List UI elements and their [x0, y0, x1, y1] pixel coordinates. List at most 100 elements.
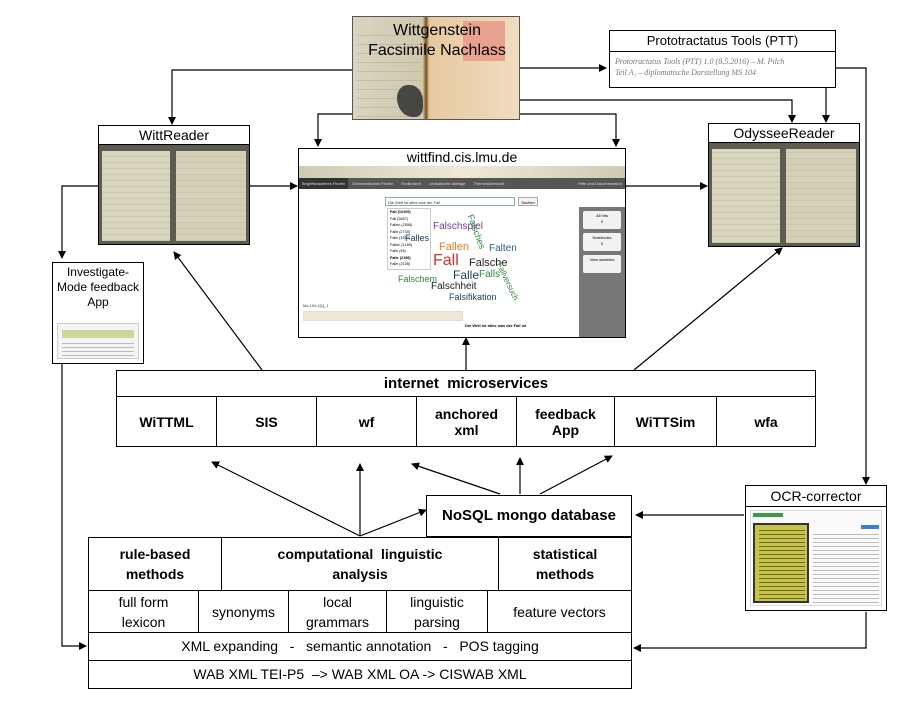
feature-vectors: feature vectors [513, 604, 606, 620]
investigate-text-lines [62, 342, 134, 356]
nav-tab-begriff[interactable]: Begriffsbasiertes Finden [299, 178, 349, 189]
suggestion-item[interactable]: Falle (2198) [390, 255, 411, 260]
service-wfa[interactable]: wfa [754, 414, 778, 430]
odyssee-page-right [786, 149, 856, 243]
rule-based-methods: rule-based methods [89, 538, 222, 590]
synonyms: synonyms [199, 591, 289, 633]
suggestion-item[interactable]: Falls (45) [390, 249, 406, 253]
wittreader-page-right [176, 151, 246, 241]
ocr-blue-button [861, 525, 879, 529]
pipeline-row: XML expanding - semantic annotation - PO… [88, 633, 632, 661]
suggestion-item[interactable]: Falle (2106) [390, 262, 411, 266]
investigate-highlight-strip [62, 330, 134, 338]
wittfind-suggestions: Fall (10109) Fall (3657) Fallen (2558) F… [387, 208, 431, 270]
notebooks-label: Notebooks [592, 235, 612, 240]
suggestion-item[interactable]: Falls (1930) [390, 236, 411, 240]
facsimile-box: Wittgenstein Facsimile Nachlass [352, 16, 520, 120]
wittfind-window: wittfind.cis.lmu.de Begriffsbasiertes Fi… [298, 148, 626, 338]
facsimile-title: Wittgenstein Facsimile Nachlass [353, 21, 519, 61]
full-form-lexicon: full form lexicon [89, 591, 199, 633]
microservices-title: internet microservices [117, 371, 815, 397]
formats-row: WAB XML TEI-P5 –> WAB XML OA -> CISWAB X… [88, 661, 632, 689]
nosql-database-box: NoSQL mongo database [426, 495, 632, 537]
result-snippet: Die Welt ist alles was der Fall ist [465, 323, 527, 328]
suggestion-item[interactable]: Fall (10109) [390, 210, 411, 214]
suggestion-item[interactable]: Fallen (1185) [390, 242, 413, 247]
ocr-facsimile-lines [759, 529, 805, 599]
investigate-title: Investigate-Mode feedback App [56, 265, 140, 309]
cloud-word: Falschspiel [433, 221, 484, 232]
cloud-word: Fallversuch [494, 261, 521, 302]
ocr-title: OCR-corrector [746, 486, 886, 507]
word-cloud: Falschspiel Fallen Falten Fall Falsche F… [393, 213, 533, 302]
wittfind-banner [299, 166, 625, 178]
wittfind-nav: Begriffsbasiertes Finden Grammatisches F… [299, 178, 625, 189]
service-wittsim[interactable]: WiTTSim [615, 397, 717, 447]
resources-row: full form lexicon synonyms local grammar… [89, 591, 631, 633]
wittreader-title: WittReader [99, 126, 249, 145]
nav-tab-themen[interactable]: Themenübersicht [473, 181, 505, 186]
service-wittml[interactable]: WiTTML [117, 397, 217, 447]
service-sis[interactable]: SIS [217, 397, 317, 447]
service-anchored-xml[interactable]: anchored xml [417, 397, 517, 447]
result-ref: Ms-104,1[1]_1 [303, 303, 329, 308]
cloud-word: Falsche [469, 257, 508, 269]
wittfind-search-input[interactable]: Die Welt ist alles was der Fall [385, 197, 515, 206]
all-hits-count: 0 [600, 219, 604, 224]
cloud-word: Falles [405, 233, 430, 243]
facsimile-red-note [463, 21, 505, 61]
ocr-green-tab [753, 513, 783, 517]
nav-tab-endlichkeit[interactable]: Endlichkeit [401, 181, 421, 186]
result-facsimile-strip [303, 311, 463, 321]
odysseereader-title: OdysseeReader [709, 124, 859, 143]
microservices-row: WiTTML SIS wf anchored xml feedback App … [117, 397, 815, 447]
wittreader-window: WittReader [98, 125, 250, 245]
service-feedback-app[interactable]: feedback App [517, 397, 615, 447]
odyssee-page-left [712, 149, 780, 243]
cloud-word: Falschheit [431, 281, 477, 292]
wittfind-search-button[interactable]: Suchen [518, 197, 538, 206]
ocr-corrector-window: OCR-corrector [745, 485, 887, 611]
computational-linguistic-analysis: computational linguistic analysis [222, 538, 499, 590]
view-statistics-label: View statistics [589, 257, 615, 262]
cloud-word: Falle [453, 268, 480, 282]
ocr-facsimile-image [753, 523, 809, 603]
linguistic-parsing: linguistic parsing [387, 591, 488, 633]
local-grammars: local grammars [289, 591, 387, 633]
ptt-box: Prototractatus Tools (PTT) Prototractatu… [609, 30, 836, 88]
suggestion-item[interactable]: Fallen (2558) [390, 223, 413, 227]
notebooks-button[interactable]: Notebooks 0 [583, 233, 621, 251]
cloud-word: Fall [433, 252, 459, 269]
facsimile-ink-stain [397, 85, 423, 117]
cloud-word: Falten [489, 243, 517, 254]
all-hits-button[interactable]: All hits 0 [583, 211, 621, 229]
suggestion-item[interactable]: Fall (3657) [390, 216, 409, 221]
wittreader-viewer [99, 145, 249, 244]
ptt-line1: Prototractatus Tools (PTT) 1.0 (8.5.2016… [615, 57, 785, 66]
methods-row: rule-based methods computational linguis… [89, 538, 631, 591]
odysseereader-viewer [709, 143, 859, 246]
view-statistics-button[interactable]: View statistics [583, 255, 621, 273]
ptt-title: Prototractatus Tools (PTT) [610, 31, 835, 52]
ocr-text-panel [813, 533, 879, 603]
nav-tab-hilfe[interactable]: Hilfe und Dokumentation [578, 181, 622, 186]
cloud-word: Fallen [439, 241, 469, 253]
ptt-line2: Teil A₁ – diplomatische Darstellung MS 1… [615, 68, 757, 77]
notebooks-count: 0 [600, 241, 604, 246]
all-hits-label: All hits [596, 213, 608, 218]
facsimile-title-line2: Facsimile Nachlass [368, 42, 506, 59]
cloud-word: Falsifikation [449, 292, 497, 302]
investigate-app-window: Investigate-Mode feedback App [52, 262, 144, 364]
statistical-methods: statistical methods [532, 546, 598, 582]
wittreader-page-left [102, 151, 170, 241]
nav-tab-lexikalisch[interactable]: Lexikalische Abfrage [428, 181, 466, 186]
odysseereader-window: OdysseeReader [708, 123, 860, 247]
service-wf[interactable]: wf [317, 397, 417, 447]
facsimile-title-line1: Wittgenstein [392, 22, 482, 39]
cloud-word: Falschem [398, 274, 438, 284]
suggestion-item[interactable]: Falle (2730) [390, 229, 411, 234]
ocr-screenshot [750, 510, 882, 606]
cloud-word: Falls [479, 269, 501, 280]
nav-tab-grammatisch[interactable]: Grammatisches Finden [352, 181, 394, 186]
